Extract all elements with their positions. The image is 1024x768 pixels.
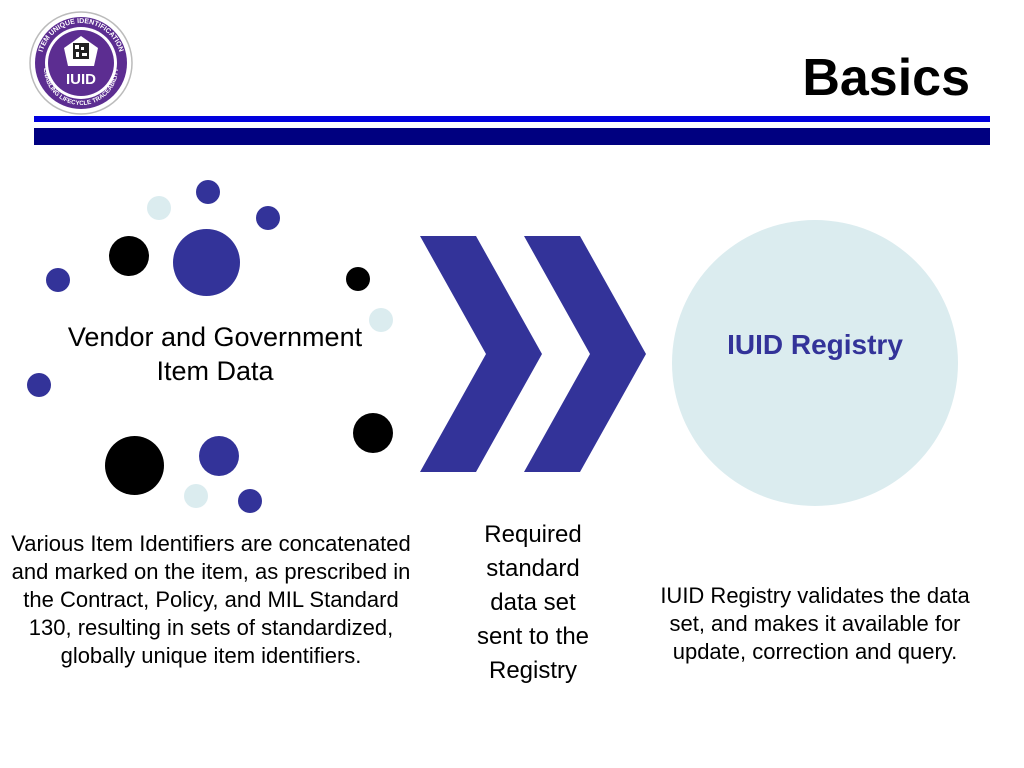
data-dot [184, 484, 208, 508]
registry-circle [672, 220, 958, 506]
data-dot [105, 436, 164, 495]
registry-label: IUID Registry [727, 329, 903, 360]
data-dot [238, 489, 262, 513]
data-dot [27, 373, 51, 397]
page-title: Basics [802, 49, 970, 107]
data-dot [199, 436, 239, 476]
data-dot [369, 308, 393, 332]
logo-center-text: IUID [66, 71, 96, 88]
data-dot [256, 206, 280, 230]
registry-description: IUID Registry validates the data set, an… [660, 583, 970, 664]
iuid-logo: ITEM UNIQUE IDENTIFICATION ENABLING LIFE… [29, 11, 133, 115]
data-dot [196, 180, 220, 204]
data-dot [147, 196, 171, 220]
header-rule-thick [34, 128, 990, 145]
vendor-description: Various Item Identifiers are concatenate… [11, 531, 411, 668]
header-rule-thin [34, 116, 990, 122]
double-chevron-right-icon [420, 236, 646, 472]
data-dot [353, 413, 393, 453]
data-dot [173, 229, 240, 296]
data-dot [46, 268, 70, 292]
data-dot [109, 236, 149, 276]
transfer-description: Required standard data set sent to the R… [476, 521, 590, 684]
vendor-data-label: Vendor and Government Item Data [67, 322, 363, 386]
data-dot [346, 267, 370, 291]
